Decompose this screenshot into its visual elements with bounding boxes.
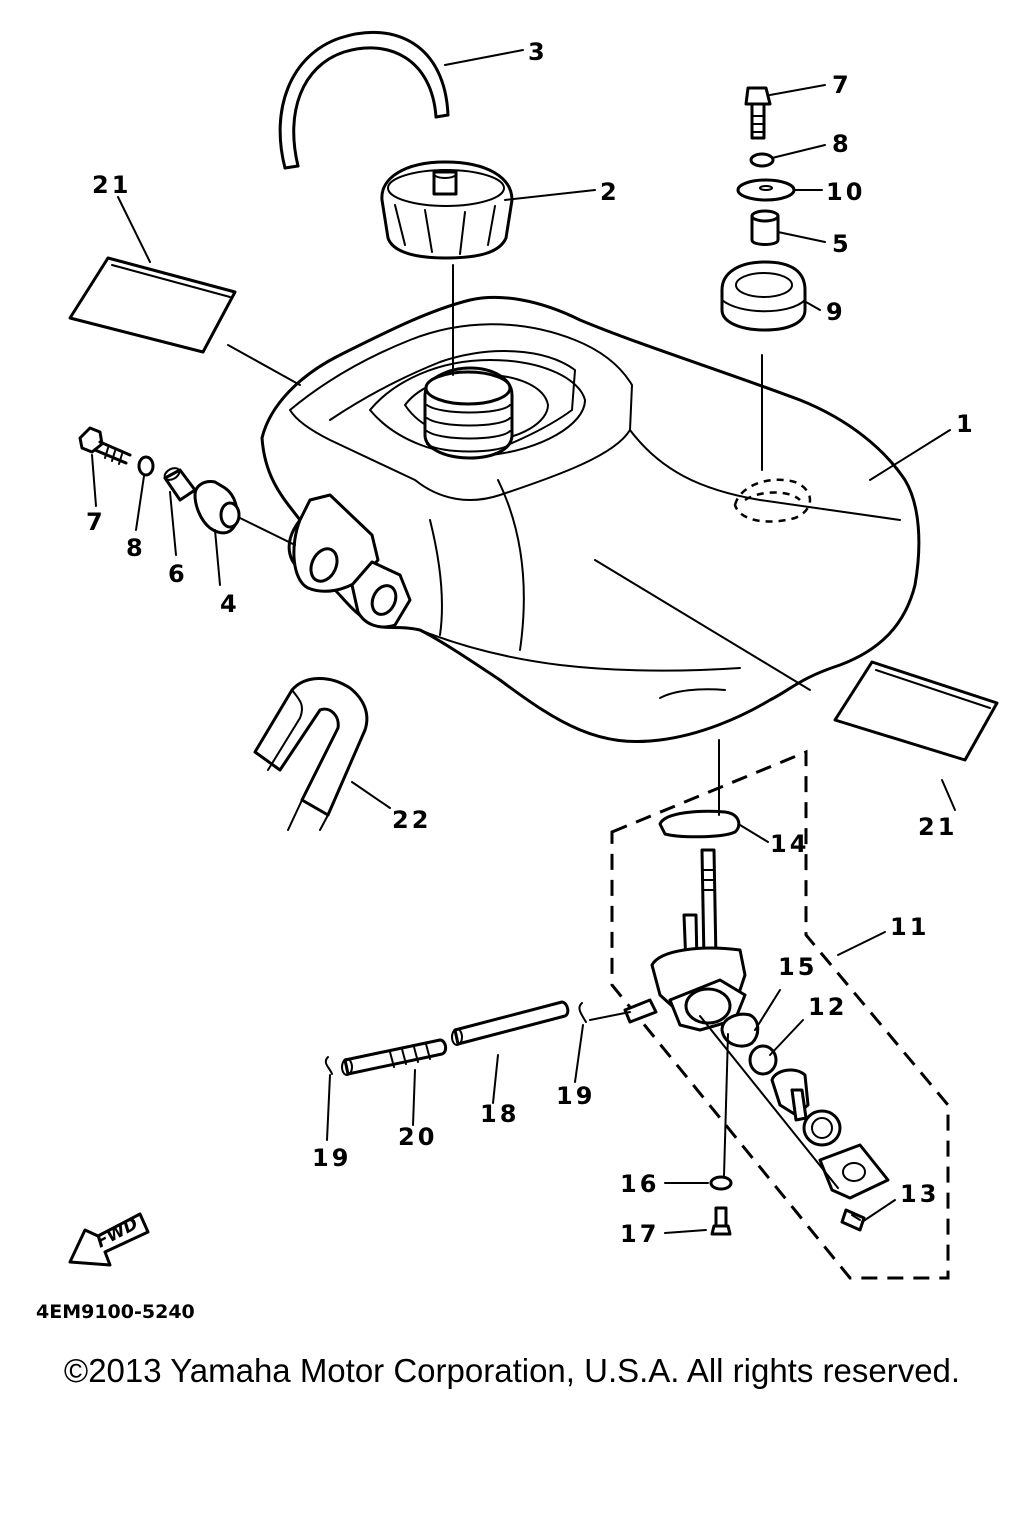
callout-14: 14 <box>770 830 809 858</box>
callout-21-lower: 21 <box>918 813 957 841</box>
rear-mount-bolt-set <box>720 86 807 332</box>
diagram-code: 4EM9100-5240 <box>36 1301 195 1323</box>
callout-11: 11 <box>890 913 929 941</box>
callout-12: 12 <box>808 993 847 1021</box>
callout-7-front: 7 <box>86 508 106 536</box>
fwd-arrow-icon: FWD <box>68 1212 150 1267</box>
fuel-tank-part <box>260 295 921 744</box>
pad-part-upper <box>68 256 237 354</box>
callout-6: 6 <box>168 560 188 588</box>
front-mount-bolt-set <box>78 426 241 535</box>
callout-8-rear: 8 <box>832 130 852 158</box>
callout-7-rear: 7 <box>832 71 852 99</box>
breather-hose-part <box>278 30 450 170</box>
leader-lines <box>91 49 956 1234</box>
callout-17: 17 <box>620 1220 659 1248</box>
callout-15: 15 <box>778 953 817 981</box>
callout-3: 3 <box>528 38 548 66</box>
callout-4: 4 <box>220 590 240 618</box>
fuel-hose-set <box>324 1000 631 1076</box>
fuel-cock-assembly <box>452 264 950 1280</box>
callout-16: 16 <box>620 1170 659 1198</box>
callout-19-left: 19 <box>312 1144 351 1172</box>
callout-numbers: 3 2 7 8 10 5 9 1 21 7 8 6 4 22 21 14 11 … <box>86 38 976 1248</box>
u-clamp-part <box>253 677 369 831</box>
callout-13: 13 <box>900 1180 939 1208</box>
fuel-cap-part <box>380 160 514 260</box>
callout-21-upper: 21 <box>92 171 131 199</box>
copyright-notice: ©2013 Yamaha Motor Corporation, U.S.A. A… <box>63 1352 961 1389</box>
callout-9: 9 <box>826 298 846 326</box>
callout-20: 20 <box>398 1123 437 1151</box>
callout-8-front: 8 <box>126 534 146 562</box>
callout-18: 18 <box>480 1100 519 1128</box>
callout-5: 5 <box>832 230 852 258</box>
pad-part-lower <box>833 660 999 762</box>
callout-1: 1 <box>956 410 976 438</box>
callout-19-right: 19 <box>556 1082 595 1110</box>
callout-10: 10 <box>826 178 865 206</box>
callout-2: 2 <box>600 178 620 206</box>
callout-22: 22 <box>392 806 431 834</box>
